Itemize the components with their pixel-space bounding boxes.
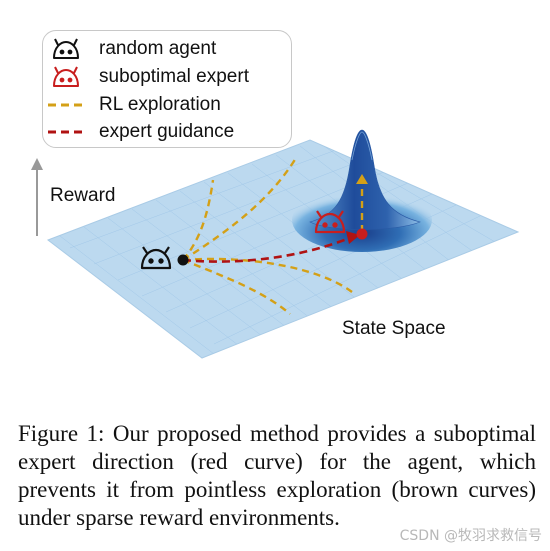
legend: random agent suboptimal expert RL explor… — [42, 30, 292, 148]
figure-caption: Figure 1: Our proposed method provides a… — [18, 421, 536, 530]
expert-guidance-curve — [182, 235, 353, 263]
robot-icon — [53, 38, 79, 59]
exploration-arrowhead — [356, 174, 368, 184]
legend-label: random agent — [99, 38, 217, 59]
legend-item-expert-guidance: expert guidance — [43, 120, 234, 144]
state-space-label: State Space — [342, 318, 446, 339]
rl-exploration-curves — [182, 157, 364, 315]
suboptimal-expert-icon — [314, 210, 346, 234]
reward-axis-label: Reward — [50, 185, 116, 206]
figure-1: Reward State Space random agent subop — [31, 30, 520, 359]
legend-label: RL exploration — [99, 94, 221, 115]
state-plane — [46, 139, 520, 359]
legend-item-rl-exploration: RL exploration — [43, 93, 221, 117]
reward-axis-arrow — [31, 158, 43, 236]
dashed-line-icon — [48, 130, 84, 134]
reward-landscape — [31, 129, 520, 359]
expert-point — [356, 228, 368, 240]
guidance-arrowhead — [346, 231, 360, 244]
random-agent-icon — [140, 246, 172, 270]
watermark: CSDN @牧羽求救信号 — [399, 528, 542, 544]
legend-item-random-agent: random agent — [43, 37, 216, 61]
legend-label: expert guidance — [99, 121, 235, 142]
legend-label: suboptimal expert — [99, 66, 249, 87]
agent-point — [177, 254, 189, 266]
dashed-line-icon — [48, 103, 84, 107]
legend-item-suboptimal-expert: suboptimal expert — [43, 65, 249, 89]
robot-icon — [53, 66, 79, 87]
